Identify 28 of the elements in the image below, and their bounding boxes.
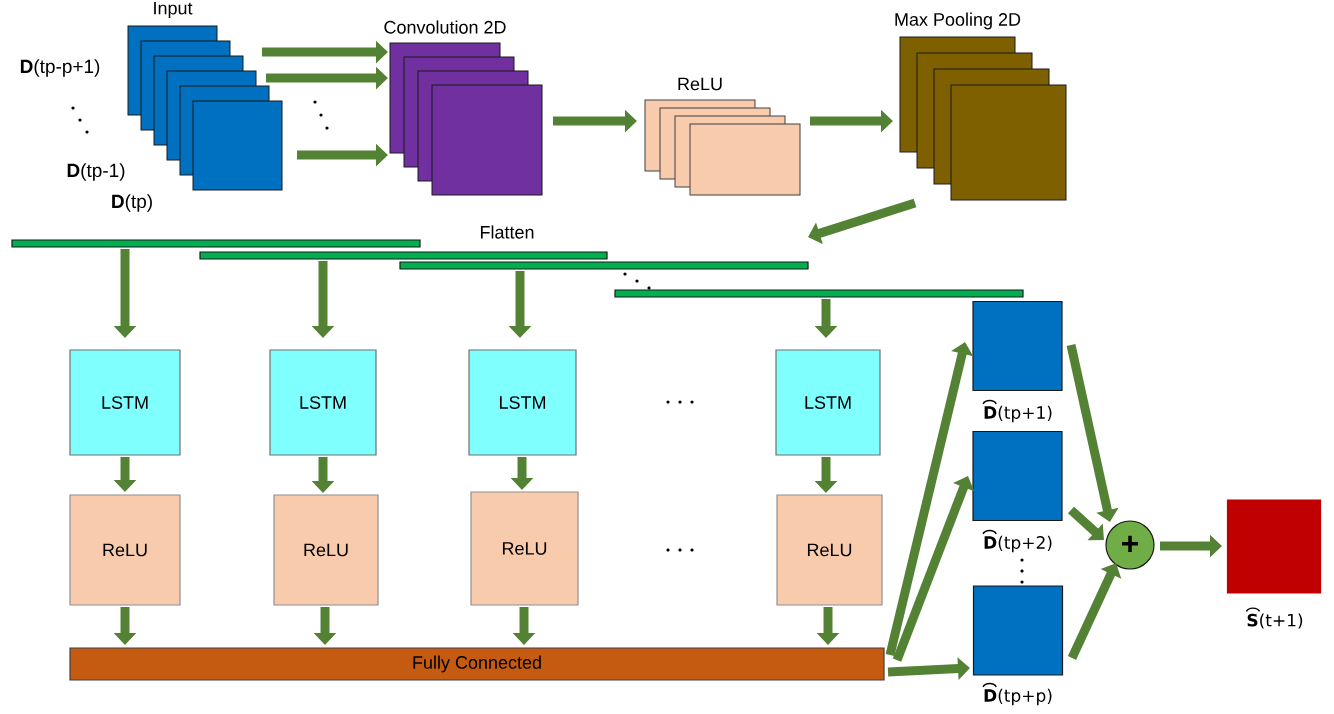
layer-label: ReLU bbox=[678, 77, 722, 91]
arrow bbox=[1068, 506, 1104, 541]
fully-connected-bar: Fully Connected bbox=[69, 647, 885, 681]
map-label: D(tp) bbox=[112, 194, 152, 212]
layer-label: Convolution 2D bbox=[384, 20, 506, 34]
flatten-bar bbox=[11, 239, 421, 248]
relu-block: ReLU bbox=[470, 491, 579, 606]
lstm-block: LSTM bbox=[468, 349, 577, 456]
map-label: S(t+1) bbox=[1247, 613, 1303, 629]
relu-block: ReLU bbox=[69, 494, 181, 606]
map-label: D(tp-1) bbox=[67, 163, 125, 181]
lstm-block: LSTM bbox=[69, 349, 181, 456]
flatten-bar bbox=[614, 289, 1024, 298]
layer-label: Input bbox=[154, 1, 193, 19]
map-label: D(tp+p) bbox=[984, 688, 1052, 706]
lstm-block: LSTM bbox=[269, 349, 377, 456]
map-label: D(tp-p+1) bbox=[20, 59, 100, 77]
layer-label: Flatten bbox=[480, 225, 534, 239]
flatten-bar bbox=[199, 251, 608, 260]
relu-block: ReLU bbox=[776, 494, 883, 606]
arrow bbox=[1066, 344, 1119, 522]
map-label: D(tp+2) bbox=[984, 535, 1052, 553]
flatten-bar bbox=[399, 261, 809, 270]
map-label: D(tp+1) bbox=[984, 405, 1052, 423]
relu-block: ReLU bbox=[273, 494, 379, 606]
lstm-block: LSTM bbox=[775, 349, 881, 456]
layer-label: Max Pooling 2D bbox=[895, 12, 1021, 30]
arrow bbox=[808, 198, 917, 245]
